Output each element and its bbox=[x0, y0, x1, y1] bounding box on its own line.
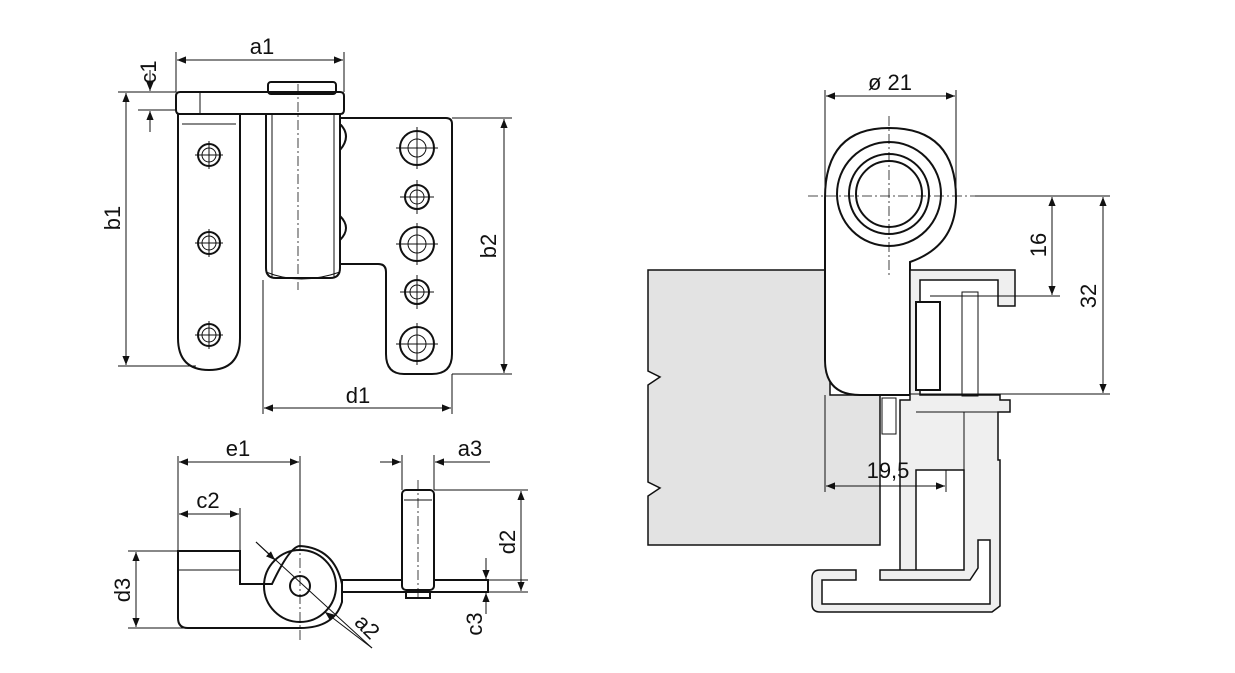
left-screw-1 bbox=[195, 141, 223, 169]
label-b1: b1 bbox=[100, 206, 125, 230]
right-leaf bbox=[339, 117, 453, 375]
label-d3: d3 bbox=[110, 578, 135, 602]
hinge-section-body bbox=[824, 126, 958, 396]
dimension-d2: d2 bbox=[434, 489, 528, 593]
right-screw-1 bbox=[400, 180, 434, 214]
profile-slot bbox=[961, 291, 979, 397]
front-view: a1 c1 b1 b2 d1 bbox=[100, 34, 512, 414]
frame-profile bbox=[811, 269, 1016, 613]
label-a2: a2 bbox=[350, 609, 385, 644]
label-e1: e1 bbox=[226, 436, 250, 461]
right-hole-3 bbox=[396, 323, 438, 365]
dimension-a1: a1 bbox=[175, 34, 345, 92]
gasket bbox=[915, 301, 941, 391]
hinge-body-plan bbox=[177, 544, 343, 629]
label-b2: b2 bbox=[476, 234, 501, 258]
top-view: e1 c2 a3 d2 c3 bbox=[110, 436, 528, 649]
top-plate bbox=[175, 91, 345, 115]
label-dia21: ø 21 bbox=[868, 70, 912, 95]
dimension-32: 32 bbox=[910, 195, 1110, 395]
label-d1: d1 bbox=[346, 383, 370, 408]
hinge-barrel bbox=[265, 113, 341, 279]
right-screw-2 bbox=[400, 275, 434, 309]
dimension-19-5: 19,5 bbox=[824, 395, 947, 492]
label-d2: d2 bbox=[495, 530, 520, 554]
label-32: 32 bbox=[1076, 284, 1101, 308]
dimension-16: 16 bbox=[930, 195, 1060, 297]
dimension-dia21: ø 21 bbox=[824, 70, 957, 196]
left-screw-2 bbox=[195, 229, 223, 257]
left-screw-3 bbox=[195, 321, 223, 349]
right-hole-2 bbox=[396, 223, 438, 265]
spacer bbox=[881, 397, 897, 435]
dimension-b1: b1 bbox=[100, 91, 196, 367]
dimension-c3: c3 bbox=[462, 558, 528, 636]
dimension-c2: c2 bbox=[179, 488, 241, 550]
label-a1: a1 bbox=[250, 34, 274, 59]
section-view: ø 21 16 32 19,5 bbox=[647, 70, 1110, 613]
door-panel bbox=[647, 269, 881, 546]
label-16: 16 bbox=[1026, 233, 1051, 257]
dimension-a3: a3 bbox=[380, 436, 490, 490]
dimension-e1: e1 bbox=[177, 436, 301, 550]
label-19-5: 19,5 bbox=[867, 458, 910, 483]
dimension-d1: d1 bbox=[262, 280, 453, 414]
label-c2: c2 bbox=[196, 488, 219, 513]
label-a3: a3 bbox=[458, 436, 482, 461]
right-hole-1 bbox=[396, 127, 438, 169]
label-c1: c1 bbox=[136, 60, 161, 83]
dimension-b2: b2 bbox=[452, 117, 512, 375]
label-c3: c3 bbox=[462, 612, 487, 635]
dimension-d3: d3 bbox=[110, 550, 188, 629]
dimension-c1: c1 bbox=[136, 60, 176, 132]
pin-cap bbox=[267, 81, 337, 95]
